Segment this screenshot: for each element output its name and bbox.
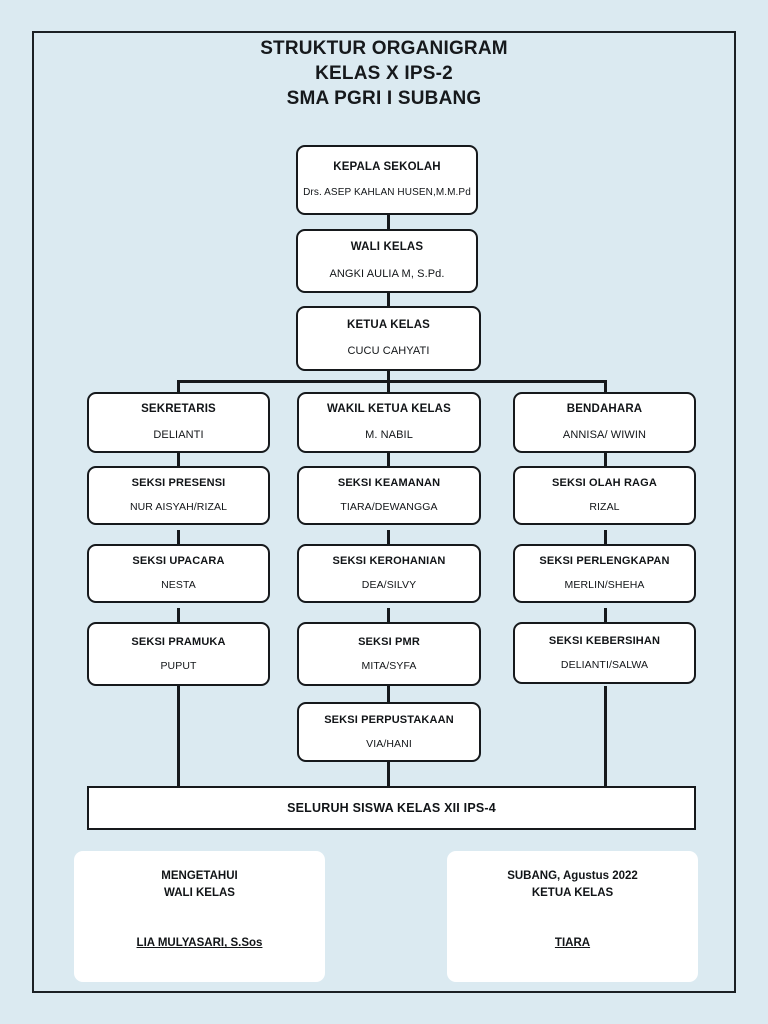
connector-ketua-stem	[387, 370, 390, 382]
node-wali-kelas[interactable]: WALI KELAS ANGKI AULIA M, S.Pd.	[296, 229, 478, 293]
node-person-label: RIZAL	[589, 501, 620, 514]
node-role-label: SELURUH SISWA KELAS XII IPS-4	[287, 801, 496, 815]
node-role-label: SEKSI PRAMUKA	[131, 635, 226, 648]
node-role-label: SEKSI UPACARA	[132, 555, 225, 568]
node-seksi-kebersihan[interactable]: SEKSI KEBERSIHAN DELIANTI/SALWA	[513, 622, 696, 684]
node-role-label: SEKSI PERLENGKAPAN	[539, 555, 670, 568]
node-person-label: M. NABIL	[365, 429, 413, 442]
connector-left-col-to-bottom	[177, 686, 180, 788]
node-role-label: SEKSI OLAH RAGA	[552, 477, 657, 490]
node-person-label: DELIANTI	[153, 429, 204, 442]
node-person-label: CUCU CAHYATI	[347, 345, 430, 358]
signature-left-line-1: MENGETAHUI	[161, 870, 238, 882]
connector-left-col-2	[177, 530, 180, 544]
node-person-label: MERLIN/SHEHA	[564, 579, 645, 592]
node-person-label: DEA/SILVY	[361, 579, 417, 592]
node-role-label: SEKSI PMR	[358, 635, 420, 648]
node-role-label: WALI KELAS	[350, 241, 424, 253]
node-sekretaris[interactable]: SEKRETARIS DELIANTI	[87, 392, 270, 453]
node-seksi-perpustakaan[interactable]: SEKSI PERPUSTAKAAN VIA/HANI	[297, 702, 481, 762]
node-seksi-perlengkapan[interactable]: SEKSI PERLENGKAPAN MERLIN/SHEHA	[513, 544, 696, 603]
node-wakil-ketua-kelas[interactable]: WAKIL KETUA KELAS M. NABIL	[297, 392, 481, 453]
node-seksi-kerohanian[interactable]: SEKSI KEROHANIAN DEA/SILVY	[297, 544, 481, 603]
node-role-label: SEKSI KEBERSIHAN	[548, 634, 661, 647]
node-person-label: TIARA/DEWANGGA	[340, 501, 438, 514]
node-person-label: PUPUT	[160, 659, 197, 672]
title-line-2: KELAS X IPS-2	[315, 63, 453, 85]
node-bendahara[interactable]: BENDAHARA ANNISA/ WIWIN	[513, 392, 696, 453]
node-role-label: BENDAHARA	[566, 402, 643, 415]
node-role-label: SEKRETARIS	[141, 402, 216, 415]
connector-bus-to-wakil	[387, 380, 390, 392]
connector-left-col-1	[177, 452, 180, 466]
signature-block-ketua-kelas: SUBANG, Agustus 2022 KETUA KELAS TIARA	[447, 851, 698, 982]
node-seksi-pmr[interactable]: SEKSI PMR MITA/SYFA	[297, 622, 481, 686]
node-seksi-presensi[interactable]: SEKSI PRESENSI NUR AISYAH/RIZAL	[87, 466, 270, 525]
node-seksi-keamanan[interactable]: SEKSI KEAMANAN TIARA/DEWANGGA	[297, 466, 481, 525]
node-person-label: MITA/SYFA	[361, 659, 417, 672]
signature-left-line-2: WALI KELAS	[164, 886, 235, 899]
node-ketua-kelas[interactable]: KETUA KELAS CUCU CAHYATI	[296, 306, 481, 371]
node-person-label: ANNISA/ WIWIN	[562, 429, 647, 442]
connector-mid-col-to-bottom	[387, 762, 390, 788]
page-border-frame	[32, 31, 736, 993]
title-line-1: STRUKTUR ORGANIGRAM	[260, 38, 508, 59]
node-role-label: SEKSI PERPUSTAKAAN	[324, 713, 454, 726]
node-seksi-pramuka[interactable]: SEKSI PRAMUKA PUPUT	[87, 622, 270, 686]
connector-right-col-2	[604, 530, 607, 544]
connector-mid-col-3	[387, 608, 390, 622]
signature-block-wali-kelas: MENGETAHUI WALI KELAS LIA MULYASARI, S.S…	[74, 851, 325, 982]
node-seksi-upacara[interactable]: SEKSI UPACARA NESTA	[87, 544, 270, 603]
node-all-students[interactable]: SELURUH SISWA KELAS XII IPS-4	[87, 786, 696, 830]
connector-right-col-to-bottom	[604, 686, 607, 788]
signature-right-line-1: SUBANG, Agustus 2022	[507, 870, 638, 882]
connector-bus-to-sekretaris	[177, 380, 180, 392]
connector-left-col-3	[177, 608, 180, 622]
node-role-label: SEKSI KEROHANIAN	[332, 555, 446, 568]
connector-bus-to-bendahara	[604, 380, 607, 392]
node-person-label: ANGKI AULIA M, S.Pd.	[329, 267, 445, 280]
signature-right-name: TIARA	[554, 937, 591, 950]
connector-mid-col-2	[387, 530, 390, 544]
page-title: STRUKTUR ORGANIGRAM KELAS X IPS-2 SMA PG…	[40, 36, 728, 111]
node-role-label: KEPALA SEKOLAH	[333, 160, 441, 173]
node-person-label: NUR AISYAH/RIZAL	[129, 501, 228, 514]
connector-right-col-3	[604, 608, 607, 622]
connector-right-col-1	[604, 452, 607, 466]
signature-left-name: LIA MULYASARI, S.Sos	[136, 937, 263, 950]
signature-right-line-2: KETUA KELAS	[531, 886, 614, 899]
node-person-label: NESTA	[161, 579, 196, 592]
connector-mid-col-4	[387, 686, 390, 702]
connector-mid-col-1	[387, 452, 390, 466]
connector-kepala-to-wali	[387, 214, 390, 230]
node-seksi-olah-raga[interactable]: SEKSI OLAH RAGA RIZAL	[513, 466, 696, 525]
node-kepala-sekolah[interactable]: KEPALA SEKOLAH Drs. ASEP KAHLAN HUSEN,M.…	[296, 145, 478, 215]
node-person-label: VIA/HANI	[366, 737, 412, 750]
node-role-label: SEKSI PRESENSI	[131, 477, 226, 490]
connector-wali-to-ketua	[387, 292, 390, 308]
title-line-3: SMA PGRI I SUBANG	[286, 88, 482, 110]
node-role-label: WAKIL KETUA KELAS	[327, 402, 451, 415]
node-person-label: DELIANTI/SALWA	[560, 658, 649, 671]
node-role-label: KETUA KELAS	[346, 318, 430, 331]
connector-horizontal-bus	[177, 380, 607, 383]
node-role-label: SEKSI KEAMANAN	[337, 477, 441, 490]
node-person-label: Drs. ASEP KAHLAN HUSEN,M.M.Pd	[303, 187, 471, 199]
